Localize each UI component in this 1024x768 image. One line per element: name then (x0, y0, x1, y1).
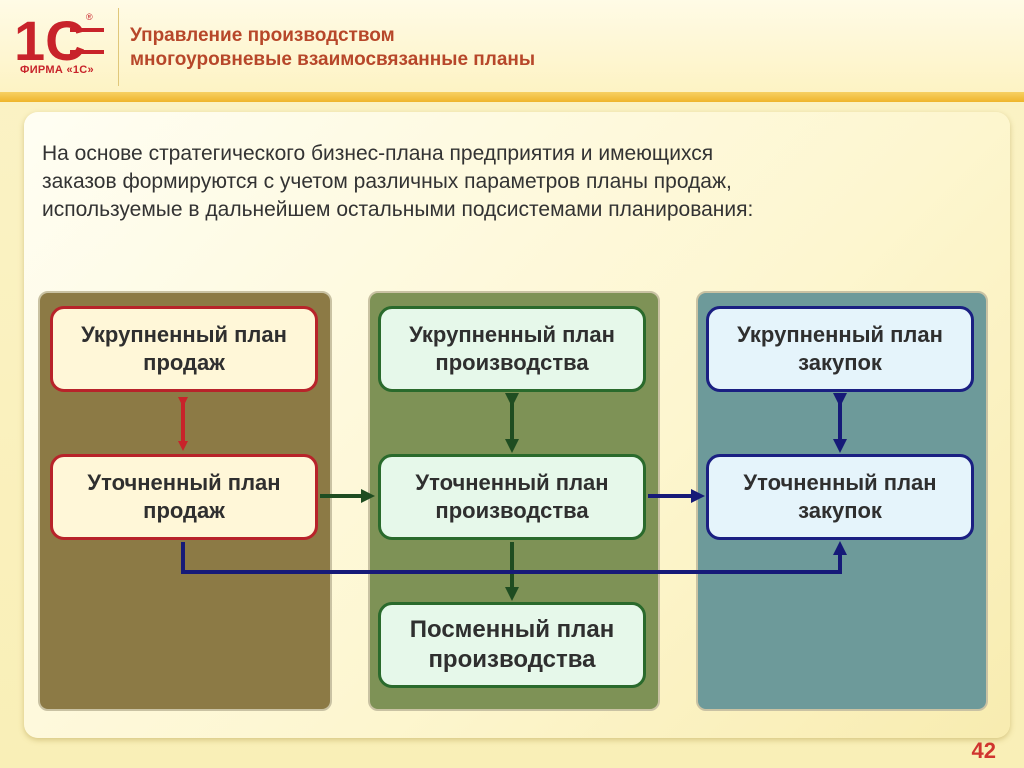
logo-caption: ФИРМА «1С» (20, 64, 94, 76)
box-line: закупок (798, 498, 882, 523)
box-refined-production-plan: Уточненный план производства (378, 454, 646, 540)
header (0, 0, 1024, 92)
box-aggregated-production-plan: Укрупненный план производства (378, 306, 646, 392)
title-line-2: многоуровневые взаимосвязанные планы (130, 49, 536, 70)
page-number: 42 (971, 738, 996, 763)
logo-registered-mark: ® (86, 12, 93, 22)
box-line: Уточненный план (415, 470, 609, 495)
box-line: Укрупненный план (737, 322, 943, 347)
box-line: производства (435, 498, 589, 523)
box-line: продаж (143, 350, 225, 375)
header-divider (118, 8, 119, 86)
box-line: продаж (143, 498, 225, 523)
box-line: Уточненный план (87, 470, 281, 495)
box-aggregated-purchases-plan: Укрупненный план закупок (706, 306, 974, 392)
box-line: Укрупненный план (81, 322, 287, 347)
logo-text: 1С (14, 10, 86, 72)
logo-1c-icon: 1С (14, 10, 104, 72)
box-shift-production-plan: Посменный план производства (378, 602, 646, 688)
box-line: закупок (798, 350, 882, 375)
intro-text: На основе стратегического бизнес-плана п… (42, 142, 754, 221)
box-line: производства (435, 350, 589, 375)
box-line: Укрупненный план (409, 322, 615, 347)
header-bar (0, 92, 1024, 102)
box-line: Посменный план (409, 616, 615, 643)
title-line-1: Управление производством (130, 25, 395, 46)
page-title: Управление производством многоуровневые … (130, 24, 535, 72)
box-aggregated-sales-plan: Укрупненный план продаж (50, 306, 318, 392)
box-line: Уточненный план (743, 470, 937, 495)
box-line: производства (428, 646, 596, 673)
box-refined-purchases-plan: Уточненный план закупок (706, 454, 974, 540)
arrow-sales-to-purchases-loop (181, 541, 847, 574)
box-refined-sales-plan: Уточненный план продаж (50, 454, 318, 540)
